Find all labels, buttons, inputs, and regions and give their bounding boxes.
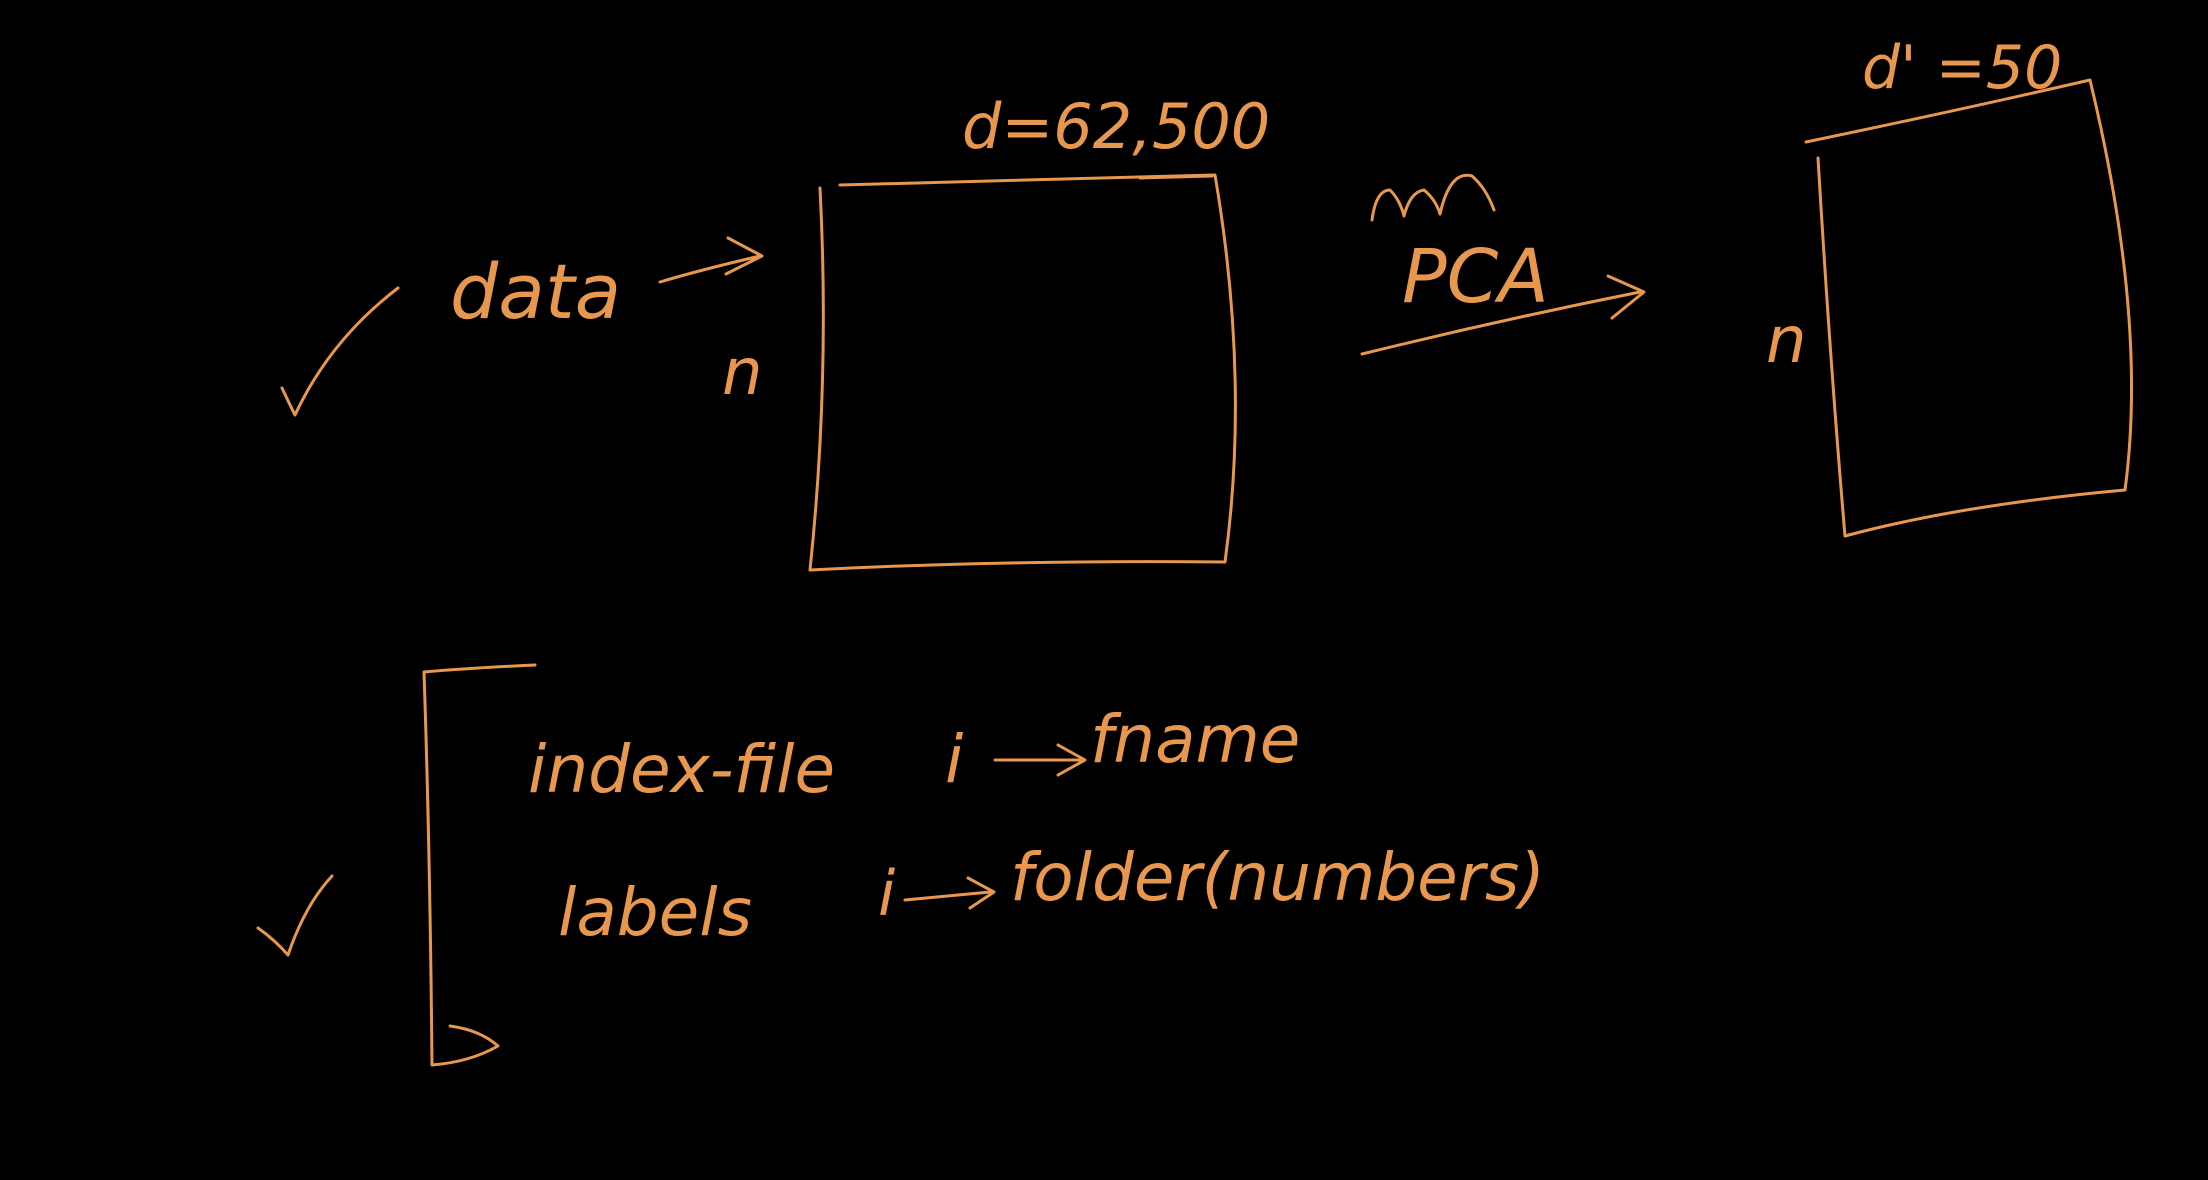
notes-checkmark-icon [256, 874, 334, 957]
note-2-value: folder(numbers) [1010, 839, 1545, 916]
note-2-arrow [903, 876, 996, 910]
pca-tilde [1370, 173, 1496, 222]
right-matrix-box [1804, 78, 2134, 538]
left-matrix-col-label: d=62,500 [962, 90, 1270, 163]
note-1-arrow [993, 743, 1087, 777]
pca-arrow [1360, 274, 1646, 356]
data-label: data [450, 247, 621, 336]
note-2-index: i [878, 857, 895, 930]
left-matrix-box [808, 173, 1237, 572]
notes-bracket [422, 663, 537, 1067]
note-2-key: labels [558, 874, 752, 951]
left-matrix-row-label: n [722, 336, 763, 410]
note-1-key: index-file [528, 731, 835, 808]
data-arrow [658, 236, 764, 284]
pca-label: PCA [1402, 234, 1549, 320]
right-matrix-col-label: d' =50 [1862, 33, 2062, 103]
note-1-value: fname [1090, 701, 1300, 778]
left-matrix-top-tick [1138, 174, 1214, 180]
note-1-index: i [945, 721, 964, 798]
right-matrix-row-label: n [1766, 304, 1807, 378]
checkmark-icon [280, 286, 400, 417]
